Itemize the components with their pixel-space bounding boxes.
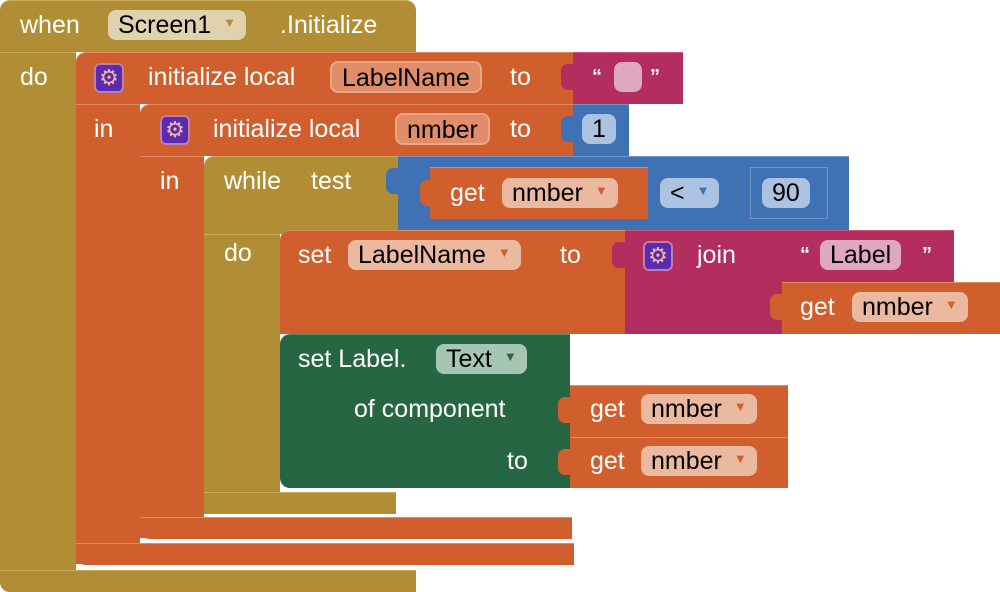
init-local-2-in-label: in — [160, 167, 180, 195]
join-label: join — [697, 241, 736, 269]
get-var-dropdown[interactable]: nmber ▼ — [852, 292, 968, 322]
get-var-name: nmber — [512, 179, 583, 207]
init-local-1-label: initialize local — [148, 63, 296, 91]
local-var-name-field[interactable]: LabelName — [330, 61, 482, 93]
component-name: Screen1 — [118, 11, 212, 39]
chevron-down-icon: ▼ — [497, 245, 511, 261]
open-quote: “ — [592, 66, 602, 88]
property-name: Text — [446, 345, 492, 373]
set-var-name: LabelName — [358, 241, 486, 269]
gear-icon[interactable]: ⚙ — [94, 63, 124, 93]
operator-value: < — [670, 179, 685, 207]
get-var-name: nmber — [862, 293, 933, 321]
compare-block-plug — [386, 168, 400, 194]
get-label: get — [450, 179, 485, 207]
chevron-down-icon: ▼ — [503, 349, 517, 365]
get-block-plug — [558, 397, 572, 423]
set-component-to-label: to — [507, 447, 528, 475]
get-var-dropdown[interactable]: nmber ▼ — [641, 446, 757, 476]
init-local-1-left-bar — [76, 104, 140, 564]
get-var-name: nmber — [651, 447, 722, 475]
chevron-down-icon: ▼ — [696, 183, 710, 199]
set-label: set — [298, 241, 332, 269]
init-local-2-to-label: to — [510, 115, 531, 143]
gear-icon[interactable]: ⚙ — [643, 241, 673, 271]
while-bottom — [204, 492, 396, 514]
chevron-down-icon: ▼ — [733, 399, 747, 415]
empty-text-field[interactable] — [614, 62, 642, 92]
component-dropdown[interactable]: Screen1 ▼ — [108, 10, 246, 40]
init-local-2-left-bar — [140, 156, 204, 538]
while-label: while — [224, 167, 281, 195]
get-var-name: nmber — [651, 395, 722, 423]
get-label: get — [590, 395, 625, 423]
of-component-label: of component — [354, 395, 506, 423]
chevron-down-icon: ▼ — [223, 15, 236, 31]
property-dropdown[interactable]: Text ▼ — [436, 344, 527, 374]
event-block-bottom — [0, 570, 416, 592]
local-var-name-field[interactable]: nmber — [395, 113, 490, 145]
while-do-label: do — [224, 239, 252, 267]
number-block-plug — [561, 116, 575, 142]
text-block-plug — [561, 64, 575, 90]
gear-icon[interactable]: ⚙ — [160, 115, 190, 145]
close-quote: ” — [922, 244, 932, 266]
init-local-2-label: initialize local — [213, 115, 361, 143]
chevron-down-icon: ▼ — [594, 183, 608, 199]
when-label: when — [20, 11, 80, 39]
set-var-dropdown[interactable]: LabelName ▼ — [348, 240, 521, 270]
get-block-plug — [770, 294, 784, 320]
event-block-left-bar — [0, 52, 76, 592]
get-var-dropdown[interactable]: nmber ▼ — [641, 394, 757, 424]
open-quote: “ — [800, 244, 810, 266]
chevron-down-icon: ▼ — [944, 297, 958, 313]
event-name: .Initialize — [280, 11, 378, 39]
set-to-label: to — [560, 241, 581, 269]
get-label: get — [800, 293, 835, 321]
join-block-plug — [612, 242, 626, 268]
operator-dropdown[interactable]: <▼ — [660, 178, 720, 208]
init-local-1-bottom — [76, 543, 574, 565]
label-text-field[interactable]: Label — [820, 240, 902, 270]
initialize-local-nmber-block[interactable] — [140, 104, 573, 156]
get-var-dropdown[interactable]: nmber ▼ — [502, 178, 618, 208]
init-local-1-in-label: in — [94, 115, 114, 143]
test-label: test — [311, 167, 352, 195]
init-local-1-to-label: to — [510, 63, 531, 91]
while-left-bar — [204, 234, 280, 514]
initialize-local-labelname-block[interactable] — [76, 52, 573, 104]
close-quote: ” — [650, 66, 660, 88]
get-label: get — [590, 447, 625, 475]
get-block-plug — [420, 180, 434, 206]
chevron-down-icon: ▼ — [733, 451, 747, 467]
do-label: do — [20, 63, 48, 91]
set-component-label: set Label. — [298, 345, 407, 373]
while-block[interactable] — [204, 156, 398, 234]
init-local-2-bottom — [140, 517, 572, 539]
number-value-field[interactable]: 1 — [582, 114, 616, 144]
compare-value-field[interactable]: 90 — [762, 178, 810, 208]
get-block-plug — [558, 449, 572, 475]
